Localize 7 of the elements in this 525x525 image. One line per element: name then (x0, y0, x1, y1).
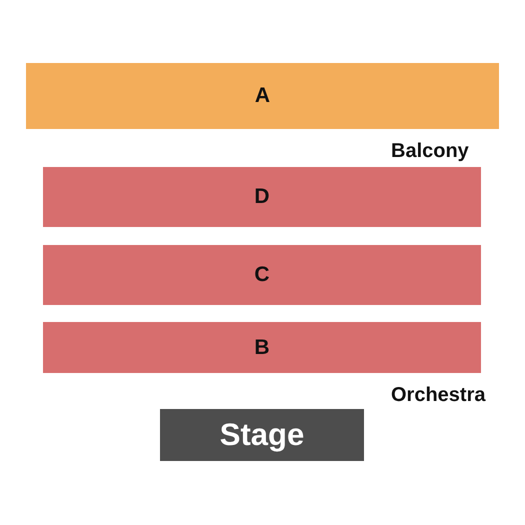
stage-block: Stage (160, 409, 364, 461)
seating-section: D (43, 167, 481, 227)
seating-section: B (43, 322, 481, 373)
seating-section: C (43, 245, 481, 305)
seating-section: A (26, 63, 499, 129)
section-label: Orchestra (391, 384, 486, 406)
section-label: Balcony (391, 140, 469, 162)
